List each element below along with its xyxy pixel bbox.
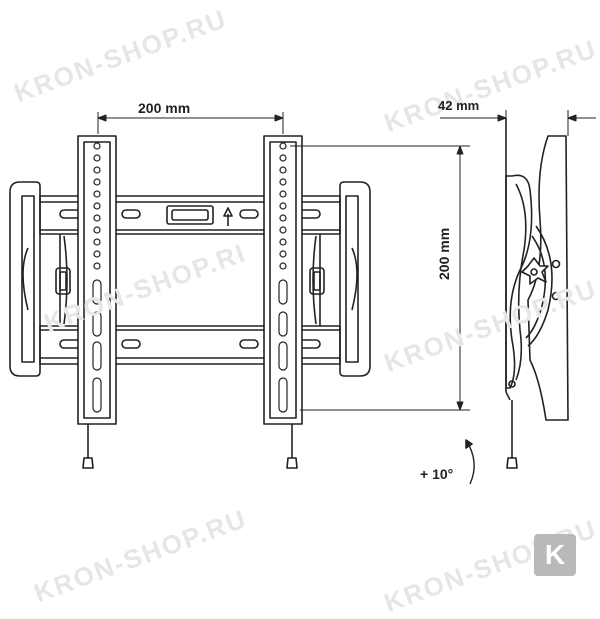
depth-label: 42 mm — [438, 98, 480, 113]
mount-hole — [93, 166, 101, 174]
mount-hole — [279, 142, 287, 150]
left-bracket — [77, 135, 117, 469]
mount-slot — [278, 279, 288, 305]
mount-hole — [93, 226, 101, 234]
mount-slot — [278, 311, 288, 337]
drawing — [9, 110, 596, 485]
right-bracket — [263, 135, 303, 469]
mount-hole — [279, 202, 287, 210]
mount-hole — [279, 154, 287, 162]
horizontal-spacing-label: 200 mm — [138, 100, 191, 116]
side-view — [505, 118, 569, 469]
mount-hole — [93, 262, 101, 270]
mount-slot — [92, 279, 102, 305]
bracket-holes — [278, 142, 288, 413]
mount-slot — [278, 341, 288, 371]
mount-hole — [279, 190, 287, 198]
mount-slot — [92, 377, 102, 413]
mount-hole — [93, 142, 101, 150]
mount-hole — [279, 226, 287, 234]
mount-hole — [279, 214, 287, 222]
tilt-arrow-icon — [465, 439, 475, 485]
mount-hole — [279, 178, 287, 186]
logo: K — [534, 534, 576, 576]
mount-slot — [92, 341, 102, 371]
mount-hole — [279, 238, 287, 246]
mount-hole — [93, 154, 101, 162]
mount-hole — [279, 166, 287, 174]
tilt-label: + 10° — [420, 466, 454, 482]
mount-hole — [93, 238, 101, 246]
mount-hole — [279, 262, 287, 270]
tv-mount-diagram: KRON-SHOP.RU KRON-SHOP.RU KRON-SHOP.RI K… — [9, 3, 600, 618]
bracket-holes — [92, 142, 102, 413]
mount-hole — [93, 250, 101, 258]
wall-plate — [9, 181, 371, 377]
mount-hole — [93, 214, 101, 222]
mount-slot — [278, 377, 288, 413]
vertical-spacing-label: 200 mm — [436, 227, 452, 280]
mount-slot — [92, 311, 102, 337]
dimension-lines — [97, 110, 596, 411]
mount-hole — [279, 250, 287, 258]
mount-hole — [93, 178, 101, 186]
mount-hole — [93, 190, 101, 198]
mount-hole — [93, 202, 101, 210]
